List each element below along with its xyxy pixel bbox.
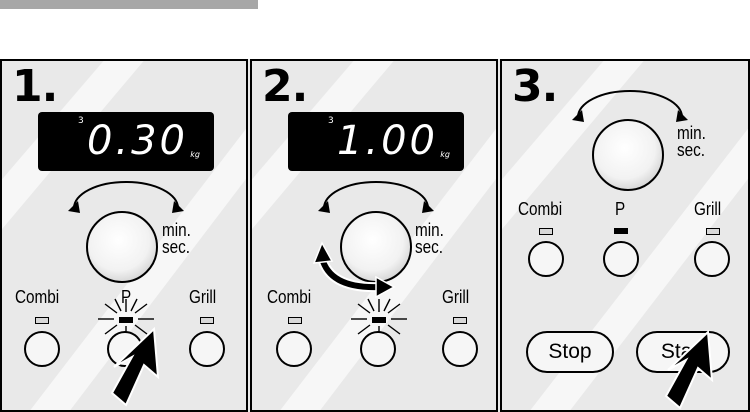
grill-button[interactable]	[442, 331, 478, 367]
pointer-arrow-icon	[502, 61, 748, 410]
grill-indicator	[453, 317, 467, 324]
step-2-panel: 2. 3 1.00 kg min. sec. Combi Grill	[252, 61, 496, 410]
step-3-panel: 3. min. sec. Combi P Grill Stop Start	[502, 61, 748, 410]
step-1-panel: 1. 3 0.30 kg min. sec. Combi P Grill	[2, 61, 246, 410]
header-bar	[0, 0, 258, 9]
grill-label: Grill	[442, 287, 469, 308]
p-indicator	[372, 317, 386, 323]
pointer-arrow-icon	[2, 61, 246, 410]
p-button[interactable]	[360, 331, 396, 367]
